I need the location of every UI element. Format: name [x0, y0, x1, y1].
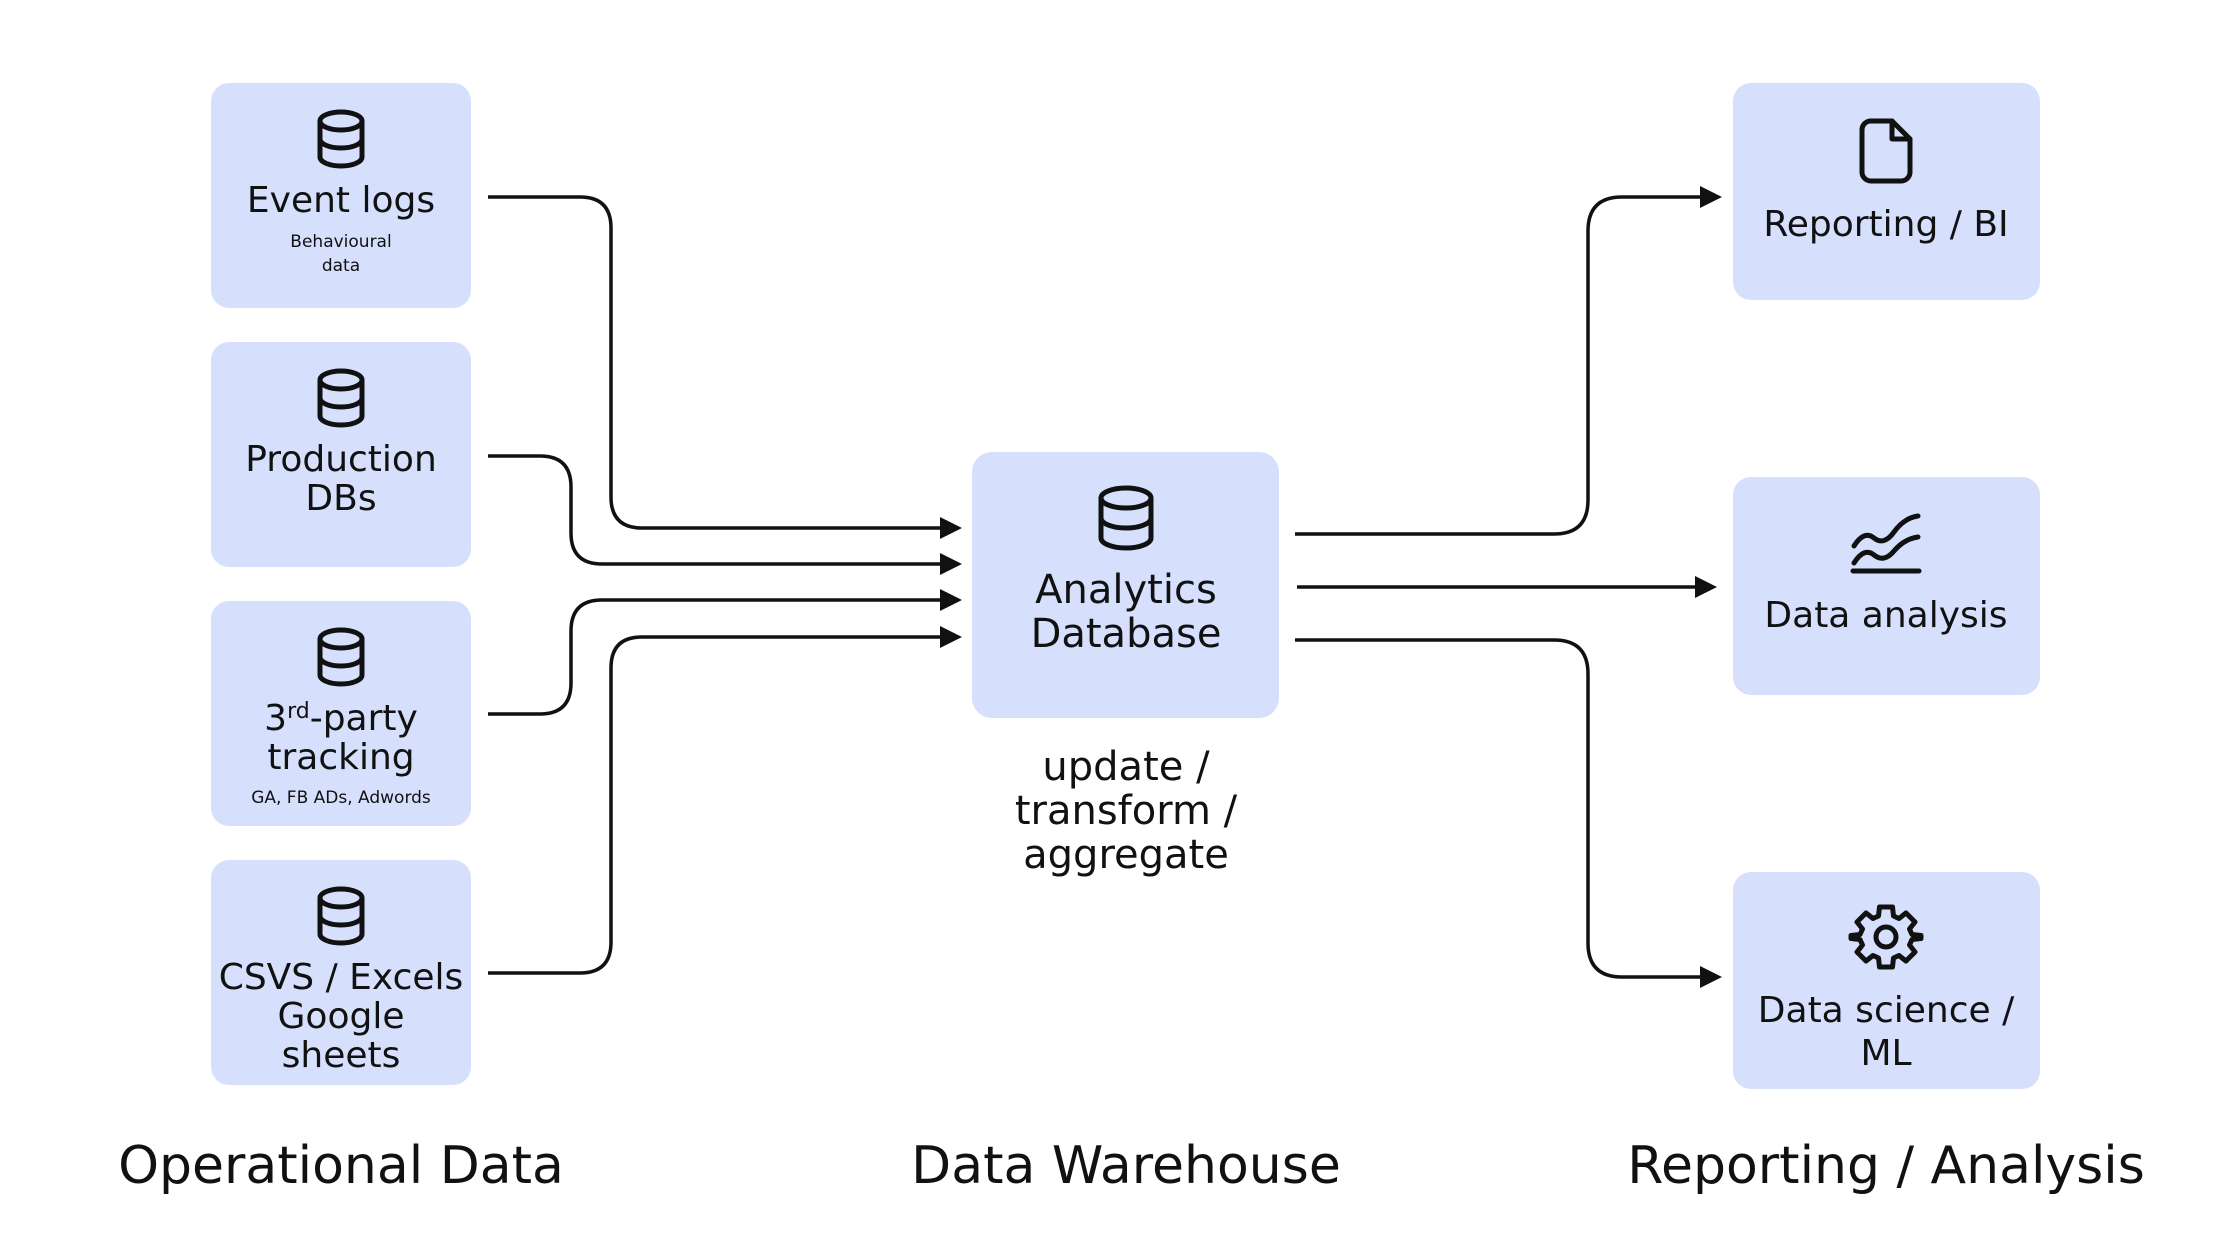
output-connectors — [1295, 186, 1722, 988]
output-title: Reporting / BI — [1763, 204, 2008, 245]
source-title: Production — [245, 439, 437, 480]
source-production-dbs: Production DBs — [211, 342, 471, 567]
source-box — [211, 342, 471, 567]
arrowhead-event-logs — [940, 517, 962, 539]
output-data-analysis: Data analysis — [1733, 477, 2040, 695]
gear-icon — [1848, 904, 1924, 970]
source-title-number: 3 — [264, 698, 287, 739]
source-box — [211, 83, 471, 308]
section-label-reporting: Reporting / Analysis — [1627, 1136, 2145, 1196]
source-box — [211, 860, 471, 1085]
section-label-warehouse: Data Warehouse — [911, 1136, 1341, 1196]
connector-production-dbs — [488, 454, 940, 566]
output-box — [1733, 872, 2040, 1089]
output-title: ML — [1860, 1033, 1911, 1074]
source-box — [211, 601, 471, 826]
connector-third-party — [488, 598, 940, 716]
database-icon — [1098, 485, 1154, 551]
source-title: sheets — [282, 1035, 401, 1076]
arrowhead-data-analysis — [1695, 576, 1717, 598]
arrowhead-third-party — [940, 589, 962, 611]
warehouse-title: Analytics — [1035, 567, 1217, 613]
warehouse-title: Database — [1031, 611, 1222, 657]
caption-line: update / — [1042, 744, 1210, 790]
source-title: tracking — [267, 737, 414, 778]
output-box — [1733, 477, 2040, 695]
warehouse-box — [972, 452, 1279, 718]
source-connectors — [488, 195, 962, 975]
arrowhead-data-science — [1700, 966, 1722, 988]
source-title: CSVS / Excels — [219, 957, 464, 998]
caption-line: aggregate — [1023, 832, 1229, 878]
document-icon — [1859, 118, 1913, 184]
database-icon — [317, 886, 365, 946]
arrowhead-csvs — [940, 626, 962, 648]
output-title: Data analysis — [1764, 595, 2007, 636]
database-icon — [317, 368, 365, 428]
connector-csvs — [488, 635, 940, 975]
source-csvs-excels: CSVS / Excels Google sheets — [211, 860, 471, 1085]
output-data-science-ml: Data science / ML — [1733, 872, 2040, 1089]
source-title: Event logs — [247, 180, 435, 221]
database-icon — [317, 109, 365, 169]
source-subtitle: GA, FB ADs, Adwords — [251, 788, 431, 808]
source-title: 3rd-party — [264, 698, 418, 739]
warehouse-caption: update / transform / aggregate — [1015, 744, 1238, 878]
output-title: Data science / — [1758, 990, 2015, 1031]
source-subtitle: data — [322, 256, 360, 276]
output-reporting-bi: Reporting / BI — [1733, 83, 2040, 300]
source-event-logs: Event logs Behavioural data — [211, 83, 471, 308]
connector-event-logs — [488, 195, 940, 530]
connector-data-science — [1295, 638, 1700, 979]
connector-reporting-bi — [1295, 195, 1700, 536]
output-box — [1733, 83, 2040, 300]
arrowhead-reporting-bi — [1700, 186, 1722, 208]
arrowhead-production-dbs — [940, 553, 962, 575]
source-title-rest: -party — [310, 698, 418, 739]
source-title: DBs — [305, 478, 376, 519]
section-label-operational: Operational Data — [118, 1136, 564, 1196]
trend-chart-icon — [1850, 513, 1922, 574]
source-title-superscript: rd — [287, 699, 310, 724]
caption-line: transform / — [1015, 788, 1238, 834]
warehouse-analytics-database: Analytics Database — [972, 452, 1279, 718]
source-third-party-tracking: 3rd-party tracking GA, FB ADs, Adwords — [211, 601, 471, 826]
source-subtitle: Behavioural — [290, 232, 391, 252]
database-icon — [317, 627, 365, 687]
source-title: Google — [278, 996, 405, 1037]
